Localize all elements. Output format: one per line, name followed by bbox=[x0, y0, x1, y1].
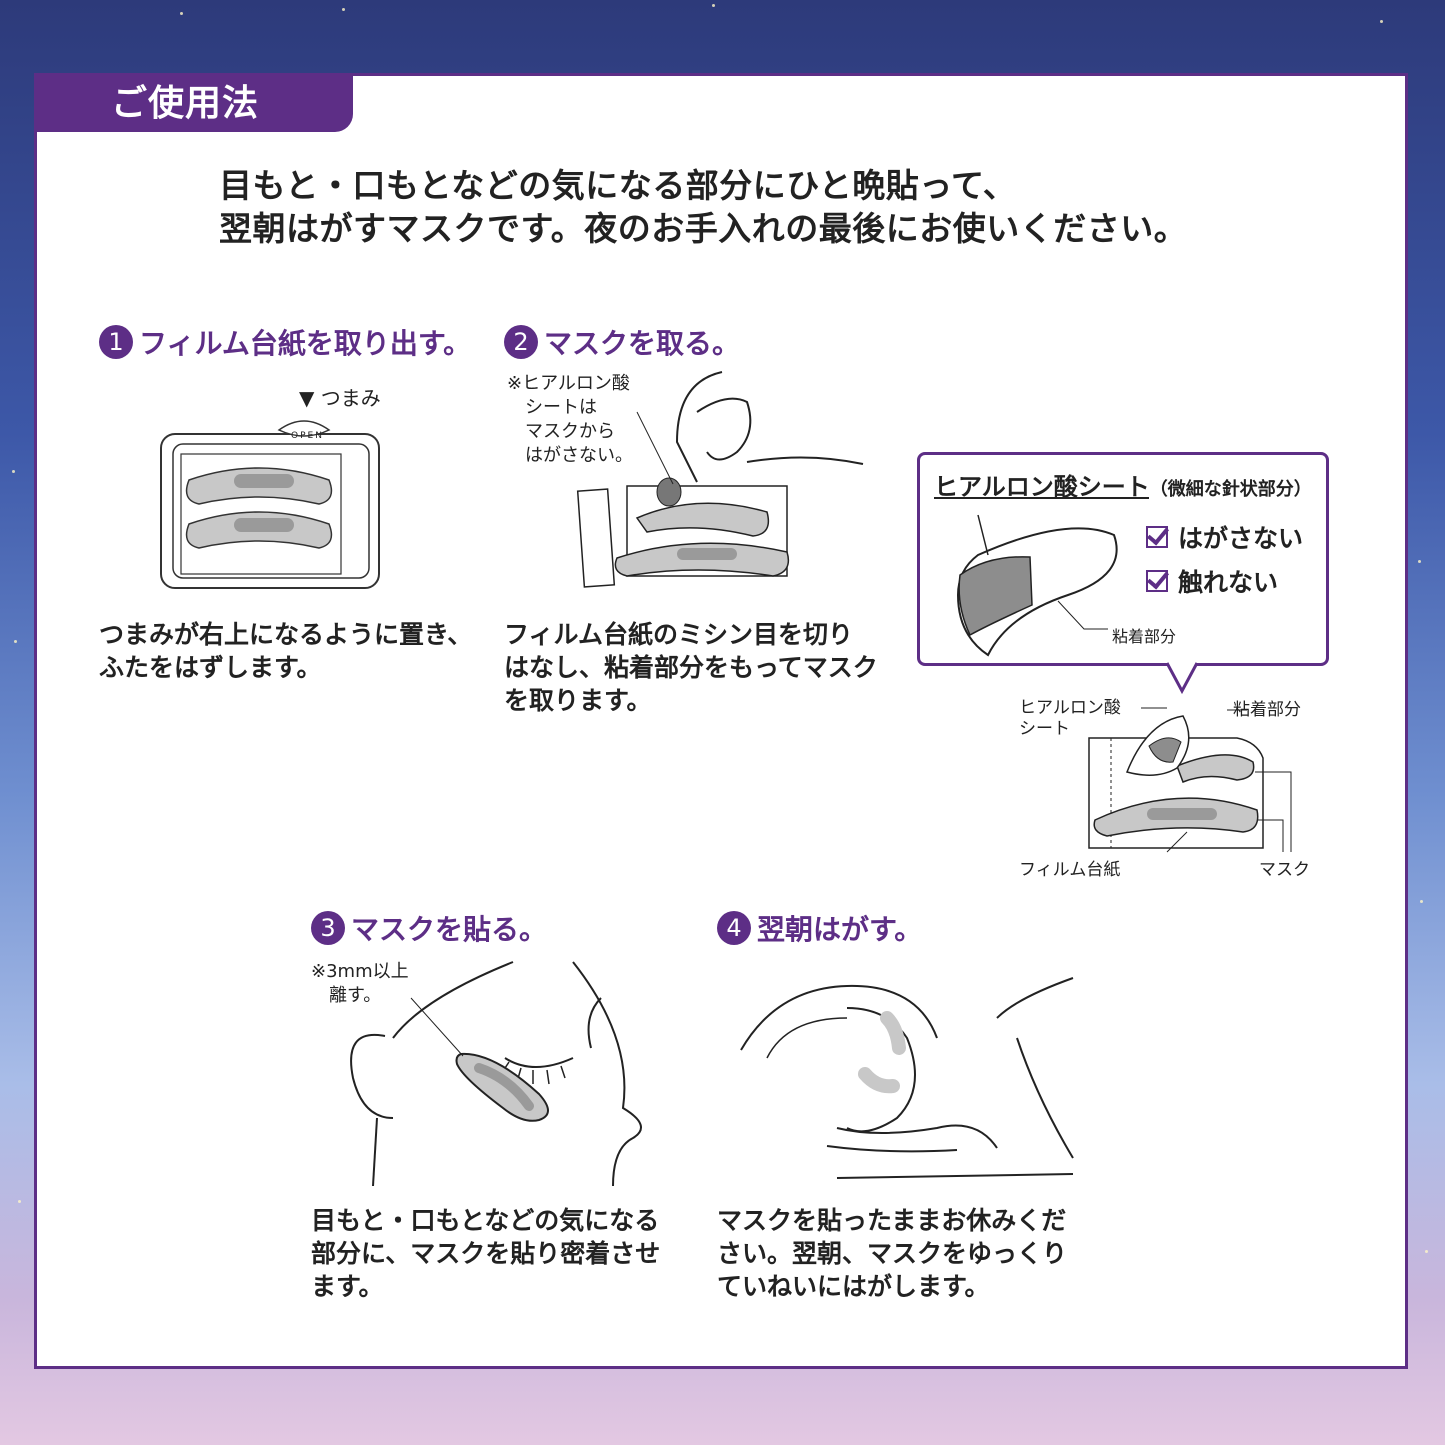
callout-title-text: ヒアルロン酸シート bbox=[934, 473, 1150, 501]
hyaluronic-sheet-callout: ヒアルロン酸シート（微細な針状部分） はがさない 触れない 粘着部分 bbox=[917, 452, 1329, 666]
step-2-description: フィルム台紙のミシン目を切り はなし、粘着部分をもってマスク を取ります。 bbox=[504, 620, 878, 715]
tab-label: ▼ つまみ bbox=[299, 386, 381, 410]
check-text: 触れない bbox=[1178, 568, 1279, 597]
check-no-peel: はがさない bbox=[1146, 519, 1303, 555]
step-title-text: マスクを取る。 bbox=[544, 327, 741, 360]
star-decoration bbox=[1425, 1250, 1428, 1253]
check-no-touch: 触れない bbox=[1146, 563, 1278, 599]
mask-removal-illustration bbox=[576, 371, 864, 588]
diagram-adhesive-label: 粘着部分 bbox=[1233, 700, 1301, 720]
step-number: 4 bbox=[717, 911, 751, 945]
diagram-mask-label: マスク bbox=[1259, 860, 1310, 880]
diagram-hyaluronic-label: ヒアルロン酸 シート bbox=[1019, 698, 1121, 739]
step-4-description: マスクを貼ったままお休みくだ さい。翌朝、マスクをゆっくり ていねいにはがします… bbox=[717, 1206, 1068, 1301]
step-2-title: 2 マスクを取る。 bbox=[504, 322, 740, 362]
step-number: 2 bbox=[504, 325, 538, 359]
step-3-note: ※3mm以上 離す。 bbox=[311, 961, 409, 1006]
star-decoration bbox=[12, 470, 15, 473]
step-number: 1 bbox=[99, 325, 133, 359]
callout-adhesive-label: 粘着部分 bbox=[1112, 627, 1177, 646]
star-decoration bbox=[1418, 560, 1421, 563]
open-label: OPEN bbox=[291, 431, 324, 441]
sleeping-woman-illustration bbox=[740, 977, 1074, 1179]
callout-title-sub: （微細な針状部分） bbox=[1149, 479, 1312, 500]
star-decoration bbox=[712, 4, 715, 7]
step-4-title: 4 翌朝はがす。 bbox=[717, 908, 922, 948]
step-2-note: ※ヒアルロン酸 シートは マスクから はがさない。 bbox=[507, 373, 633, 466]
callout-pointer bbox=[1165, 662, 1199, 695]
needle-sheet-illustration bbox=[956, 514, 1118, 657]
callout-title-underline bbox=[934, 497, 1149, 499]
star-decoration bbox=[14, 640, 17, 643]
face-applying-mask-illustration bbox=[350, 961, 642, 1187]
star-decoration bbox=[1420, 900, 1423, 903]
intro-line-1: 目もと・口もとなどの気になる部分にひと晩貼って、 bbox=[219, 166, 1017, 205]
star-decoration bbox=[180, 12, 183, 15]
diagram-film-label: フィルム台紙 bbox=[1019, 860, 1121, 880]
mask-sheet-diagram bbox=[1088, 707, 1292, 853]
intro-line-2: 翌朝はがすマスクです。夜のお手入れの最後にお使いください。 bbox=[219, 209, 1188, 248]
step-title-text: フィルム台紙を取り出す。 bbox=[139, 327, 472, 360]
star-decoration bbox=[18, 1200, 21, 1203]
step-1-description: つまみが右上になるように置き、 ふたをはずします。 bbox=[99, 620, 473, 682]
star-decoration bbox=[342, 8, 345, 11]
step-3-title: 3 マスクを貼る。 bbox=[311, 908, 547, 948]
checkbox-icon bbox=[1146, 526, 1168, 548]
checkbox-icon bbox=[1146, 570, 1168, 592]
step-title-text: マスクを貼る。 bbox=[351, 913, 548, 946]
step-1-title: 1 フィルム台紙を取り出す。 bbox=[99, 322, 471, 362]
intro-text: 目もと・口もとなどの気になる部分にひと晩貼って、 翌朝はがすマスクです。夜のお手… bbox=[219, 164, 1187, 250]
check-text: はがさない bbox=[1178, 524, 1304, 553]
film-package-illustration bbox=[160, 420, 380, 589]
callout-title: ヒアルロン酸シート（微細な針状部分） bbox=[934, 467, 1312, 502]
star-decoration bbox=[1380, 20, 1383, 23]
step-3-description: 目もと・口もとなどの気になる 部分に、マスクを貼り密着させ ます。 bbox=[311, 1206, 661, 1301]
step-number: 3 bbox=[311, 911, 345, 945]
step-title-text: 翌朝はがす。 bbox=[757, 913, 923, 946]
usage-card: ご使用法 目もと・口もとなどの気になる部分にひと晩貼って、 翌朝はがすマスクです… bbox=[34, 73, 1408, 1369]
section-tab: ご使用法 bbox=[37, 76, 353, 132]
